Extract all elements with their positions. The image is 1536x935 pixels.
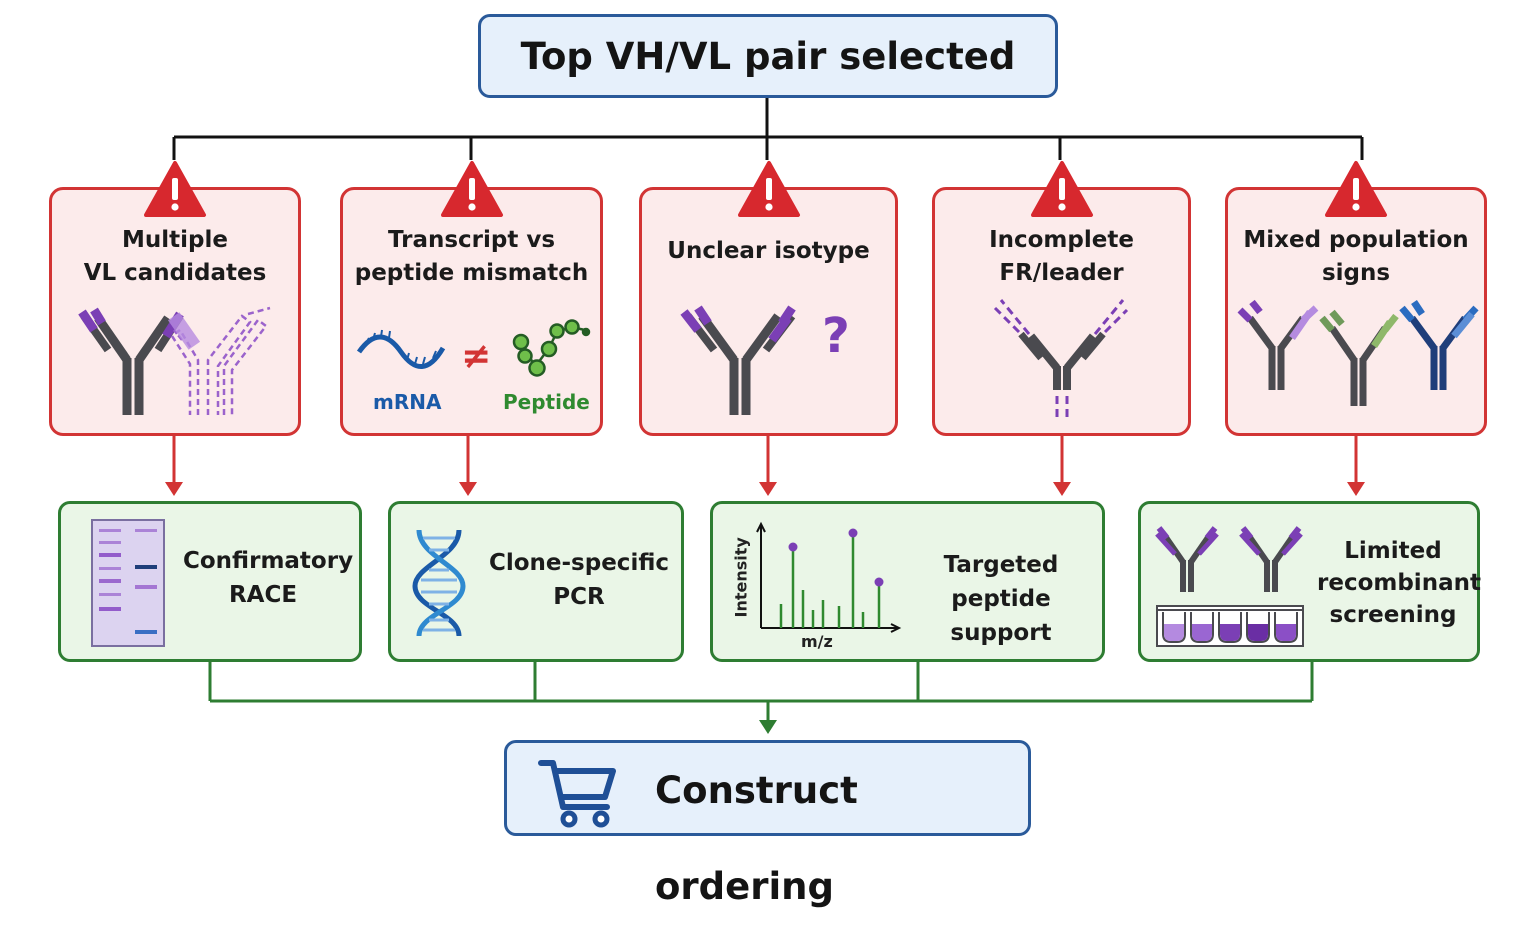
antibody-candidates-icon <box>78 306 271 415</box>
x-axis-label: m/z <box>801 632 833 651</box>
mrna-strand-icon <box>356 334 446 369</box>
top-title: Top VH/VL pair selected <box>520 34 1016 78</box>
mass-spectrum-icon <box>756 521 902 633</box>
top-selection-box: Top VH/VL pair selected <box>478 14 1058 98</box>
issue-incomplete-fr-leader: Incomplete FR/leader <box>932 161 1191 436</box>
truncated-antibody-icon <box>993 299 1129 418</box>
warning-icon <box>1325 161 1387 217</box>
action-label: Targeted peptide support <box>943 552 1059 646</box>
warning-icon <box>1030 161 1093 217</box>
issue-title: Mixed population signs <box>1243 227 1469 286</box>
action-targeted-peptide: Intensity m/z Targeted peptide support <box>710 501 1105 662</box>
shopping-cart-icon <box>538 760 616 828</box>
mrna-label: mRNA <box>373 390 442 414</box>
dna-helix-icon <box>412 529 466 637</box>
bottom-title: Construct ordering <box>655 769 858 908</box>
action-label: Limited recombinant screening <box>1317 538 1481 628</box>
action-label: Clone-specific PCR <box>488 550 670 610</box>
issue-multiple-vl: Multiple VL candidates <box>49 161 301 436</box>
tube-rack-icon <box>1155 526 1304 647</box>
action-limited-screening: Limited recombinant screening <box>1138 501 1481 662</box>
question-mark-icon: ? <box>822 308 850 364</box>
action-label: Confirmatory RACE <box>183 548 354 608</box>
issue-transcript-mismatch: Transcript vs peptide mismatch ≠ mRNA Pe… <box>340 161 603 436</box>
issue-mixed-population: Mixed population signs <box>1225 161 1487 436</box>
action-clone-pcr: Clone-specific PCR <box>388 501 684 662</box>
antibody-icon <box>1239 526 1303 592</box>
peptide-label: Peptide <box>503 390 590 414</box>
gel-icon <box>91 519 165 647</box>
mrna-peptide-icon: ≠ <box>356 319 591 377</box>
connector-lines <box>165 98 1365 734</box>
issue-title: Transcript vs peptide mismatch <box>354 227 589 286</box>
construct-ordering-box: Construct ordering <box>504 740 1031 908</box>
y-axis-label: Intensity <box>731 537 751 618</box>
issue-title: Unclear isotype <box>667 238 870 264</box>
warning-icon <box>144 161 206 217</box>
antibody-icon <box>680 305 796 415</box>
peptide-chain-icon <box>512 319 591 377</box>
not-equal-icon: ≠ <box>461 336 491 377</box>
issue-title: Multiple VL candidates <box>83 227 267 286</box>
warning-icon <box>440 161 503 217</box>
issue-unclear-isotype: Unclear isotype ? <box>639 161 898 436</box>
warning-icon <box>737 161 800 217</box>
mixed-antibodies-icon <box>1237 299 1479 406</box>
action-confirmatory-race: Confirmatory RACE <box>58 501 362 662</box>
antibody-icon <box>1155 526 1219 592</box>
issue-title: Incomplete FR/leader <box>989 227 1134 286</box>
